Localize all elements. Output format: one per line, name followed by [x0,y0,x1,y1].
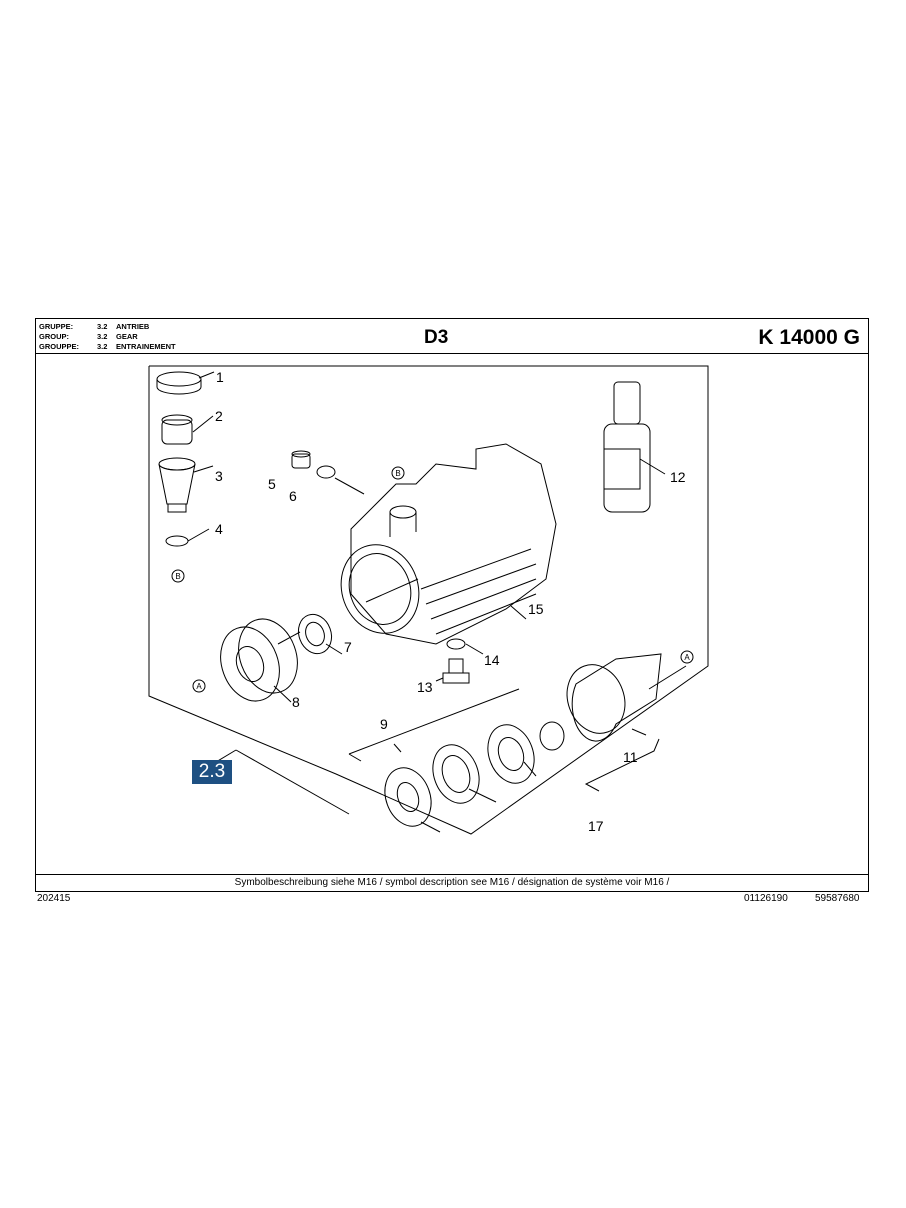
callout-9: 9 [380,716,388,732]
callout-14: 14 [484,652,500,668]
parts-sheet: GRUPPE: 3.2 ANTRIEB GROUP: 3.2 GEAR GROU… [35,318,869,892]
part-washer [446,638,466,650]
callout-6: 6 [289,488,297,504]
marker-a-circle [192,679,206,693]
group-block: GRUPPE: 3.2 ANTRIEB GROUP: 3.2 GEAR GROU… [39,322,176,352]
group-row-en: GROUP: 3.2 GEAR [39,332,176,342]
part-oil-bottle [603,423,651,513]
part-cap [156,371,202,387]
marker-a: A [196,682,202,691]
part-thrust-washer [384,767,432,827]
marker-b-circle [171,569,185,583]
group-bracket-9 [348,688,520,755]
callout-3: 3 [215,468,223,484]
callout-17: 17 [588,818,604,834]
sheet-footer: Symbolbeschreibung siehe M16 / symbol de… [36,874,868,891]
part-disc [487,724,535,784]
group-num: 3.2 [97,332,108,341]
group-bracket-17 [584,738,660,792]
callout-12: 12 [670,469,686,485]
group-row-fr: GROUPPE: 3.2 ENTRAINEMENT [39,342,176,352]
reference-markers: B B A A [175,469,690,691]
part-bearing [220,626,280,702]
marker-b: B [175,572,180,581]
group-key: GROUPPE: [39,342,80,351]
part-shaft [571,653,662,742]
exploded-view-drawing: B B A A 1 2 3 4 5 6 7 8 9 11 12 13 14 15… [148,365,709,835]
part-needle-cage [432,744,480,804]
marker-a: A [684,653,690,662]
sheet-header: GRUPPE: 3.2 ANTRIEB GROUP: 3.2 GEAR GROU… [36,319,868,354]
marker-b-circle [391,466,405,480]
group-key: GRUPPE: [39,322,74,331]
doc-id: 202415 [37,893,71,904]
assembly-frame [148,365,709,835]
part-small-bearing [539,721,565,751]
gear-housing [350,443,557,645]
group-name: GEAR [116,332,138,341]
part-plug [291,453,311,469]
marker-b: B [395,469,400,478]
callout-1: 1 [216,369,224,385]
callout-11: 11 [623,749,638,765]
group-row-de: GRUPPE: 3.2 ANTRIEB [39,322,176,332]
callout-2: 2 [215,408,223,424]
callout-8: 8 [292,694,300,710]
group-key: GROUP: [39,332,69,341]
group-name: ANTRIEB [116,322,150,331]
part-callouts: 1 2 3 4 5 6 7 8 9 11 12 13 14 15 17 [215,369,686,834]
group-num: 3.2 [97,342,108,351]
part-code-2: 59587680 [815,893,860,904]
callout-15: 15 [528,601,544,617]
group-name: ENTRAINEMENT [116,342,176,351]
callout-5: 5 [268,476,276,492]
marker-a-circle [680,650,694,664]
callout-4: 4 [215,521,223,537]
part-oring [165,535,189,547]
callout-13: 13 [417,679,433,695]
model-title: K 14000 G [758,326,860,349]
part-seal [297,613,333,655]
part-code-1: 01126190 [744,893,788,904]
reference-badge[interactable]: 2.3 [192,760,232,784]
part-ring [316,465,336,479]
callout-7: 7 [344,639,352,655]
part-filter [161,419,193,445]
page-code: D3 [424,327,449,348]
group-num: 3.2 [97,322,108,331]
part-screw [448,658,464,674]
